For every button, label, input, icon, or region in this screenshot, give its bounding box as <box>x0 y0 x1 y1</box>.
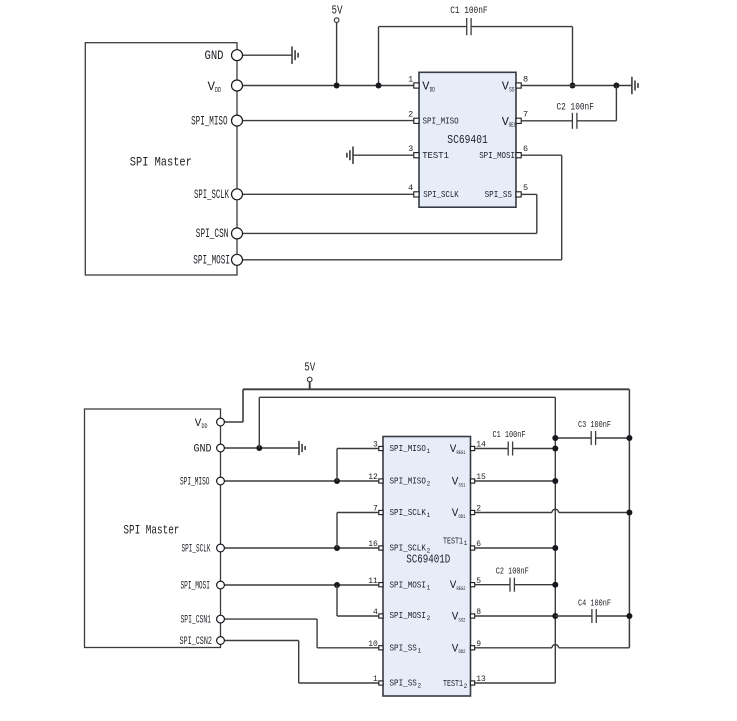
svg-text:REG: REG <box>509 122 516 129</box>
svg-text:5V: 5V <box>304 360 316 374</box>
svg-text:SPI_MOSI: SPI_MOSI <box>181 581 211 593</box>
svg-text:C1 100nF: C1 100nF <box>450 5 487 16</box>
svg-text:DD: DD <box>430 87 435 94</box>
svg-text:10: 10 <box>368 640 378 649</box>
svg-text:SPI_SCLK: SPI_SCLK <box>390 508 427 518</box>
svg-text:C4 100nF: C4 100nF <box>578 598 611 608</box>
svg-text:2: 2 <box>427 547 431 554</box>
svg-text:SPI_CSN1: SPI_CSN1 <box>181 615 212 627</box>
svg-text:SS2: SS2 <box>459 616 466 623</box>
svg-text:SPI_SS: SPI_SS <box>390 644 417 654</box>
svg-text:V: V <box>452 508 459 520</box>
svg-text:SPI_MOSI: SPI_MOSI <box>390 581 426 591</box>
svg-text:5V: 5V <box>332 4 344 18</box>
svg-text:SPI_SS: SPI_SS <box>390 679 417 689</box>
svg-text:V: V <box>450 580 457 592</box>
svg-text:V: V <box>502 115 510 129</box>
svg-text:GND: GND <box>194 444 212 456</box>
svg-text:C1 100nF: C1 100nF <box>493 430 526 440</box>
svg-text:TEST1: TEST1 <box>422 151 449 161</box>
svg-text:4: 4 <box>373 608 378 617</box>
svg-text:8: 8 <box>476 608 481 617</box>
svg-text:5: 5 <box>476 577 481 586</box>
svg-text:15: 15 <box>476 473 486 482</box>
svg-text:3: 3 <box>408 144 413 154</box>
svg-text:14: 14 <box>476 441 486 450</box>
svg-text:1: 1 <box>418 647 422 654</box>
svg-text:6: 6 <box>476 540 481 549</box>
svg-text:REG2: REG2 <box>457 585 466 592</box>
svg-text:SPI Master: SPI Master <box>123 523 179 538</box>
svg-text:16: 16 <box>368 540 378 549</box>
svg-text:SPI_CSN: SPI_CSN <box>196 227 229 241</box>
svg-text:SC69401D: SC69401D <box>406 552 450 566</box>
svg-text:1: 1 <box>373 675 378 684</box>
svg-text:GND: GND <box>205 49 224 63</box>
svg-text:V: V <box>452 477 459 489</box>
svg-text:1: 1 <box>408 74 413 84</box>
svg-text:SPI_SCLK: SPI_SCLK <box>182 544 211 556</box>
svg-text:6: 6 <box>523 144 528 154</box>
svg-text:SPI Master: SPI Master <box>130 154 192 169</box>
svg-text:2: 2 <box>427 615 431 622</box>
svg-text:1: 1 <box>427 512 431 519</box>
svg-text:SPI_MOSI: SPI_MOSI <box>390 611 426 621</box>
svg-text:12: 12 <box>368 473 378 482</box>
svg-text:V: V <box>452 643 459 655</box>
svg-text:TEST1: TEST1 <box>443 679 463 689</box>
svg-text:DD: DD <box>202 423 208 430</box>
svg-text:5: 5 <box>523 183 528 193</box>
svg-text:13: 13 <box>476 675 486 684</box>
svg-text:SPI_MISO: SPI_MISO <box>180 477 210 489</box>
svg-text:4: 4 <box>408 183 413 193</box>
svg-text:7: 7 <box>523 110 528 120</box>
svg-text:TEST1: TEST1 <box>443 536 463 546</box>
svg-text:1: 1 <box>427 584 431 591</box>
svg-text:2: 2 <box>464 683 468 690</box>
svg-text:2: 2 <box>418 682 422 689</box>
svg-text:3: 3 <box>373 441 378 450</box>
svg-text:V: V <box>422 80 430 94</box>
svg-text:2: 2 <box>427 480 431 487</box>
svg-text:2: 2 <box>408 110 413 120</box>
svg-text:SPI_MISO: SPI_MISO <box>191 114 227 128</box>
svg-text:SPI_SCLK: SPI_SCLK <box>390 544 427 554</box>
svg-text:DD1: DD1 <box>459 513 466 520</box>
svg-text:7: 7 <box>373 505 378 514</box>
svg-text:SPI_MISO: SPI_MISO <box>423 117 459 127</box>
svg-text:C2 100nF: C2 100nF <box>557 102 594 113</box>
svg-text:SPI_SCLK: SPI_SCLK <box>194 188 229 202</box>
svg-text:SPI_MISO: SPI_MISO <box>390 444 426 454</box>
svg-text:SS1: SS1 <box>459 481 466 488</box>
svg-text:9: 9 <box>476 640 481 649</box>
svg-text:11: 11 <box>368 577 378 586</box>
svg-text:V: V <box>450 444 457 456</box>
svg-text:SPI_SS: SPI_SS <box>485 190 512 200</box>
svg-text:V: V <box>208 80 216 94</box>
svg-text:SPI_CSN2: SPI_CSN2 <box>180 636 213 648</box>
svg-text:SC69401: SC69401 <box>447 133 488 147</box>
svg-text:V: V <box>502 80 510 94</box>
svg-text:2: 2 <box>476 505 481 514</box>
svg-text:SPI_MOSI: SPI_MOSI <box>479 151 515 161</box>
svg-text:1: 1 <box>427 448 431 455</box>
svg-text:C2 100nF: C2 100nF <box>496 566 529 576</box>
svg-text:SPI_MOSI: SPI_MOSI <box>193 254 230 268</box>
svg-text:SPI_SCLK: SPI_SCLK <box>423 190 459 200</box>
svg-text:DD2: DD2 <box>459 648 466 655</box>
svg-text:1: 1 <box>464 540 468 547</box>
svg-text:REG1: REG1 <box>457 449 466 456</box>
svg-text:SS: SS <box>509 87 514 94</box>
svg-text:SPI_MISO: SPI_MISO <box>390 477 426 487</box>
svg-text:V: V <box>452 612 459 624</box>
svg-text:8: 8 <box>523 74 528 84</box>
svg-text:DD: DD <box>215 87 221 95</box>
svg-text:C3 100nF: C3 100nF <box>578 420 611 430</box>
svg-text:V: V <box>195 418 202 430</box>
